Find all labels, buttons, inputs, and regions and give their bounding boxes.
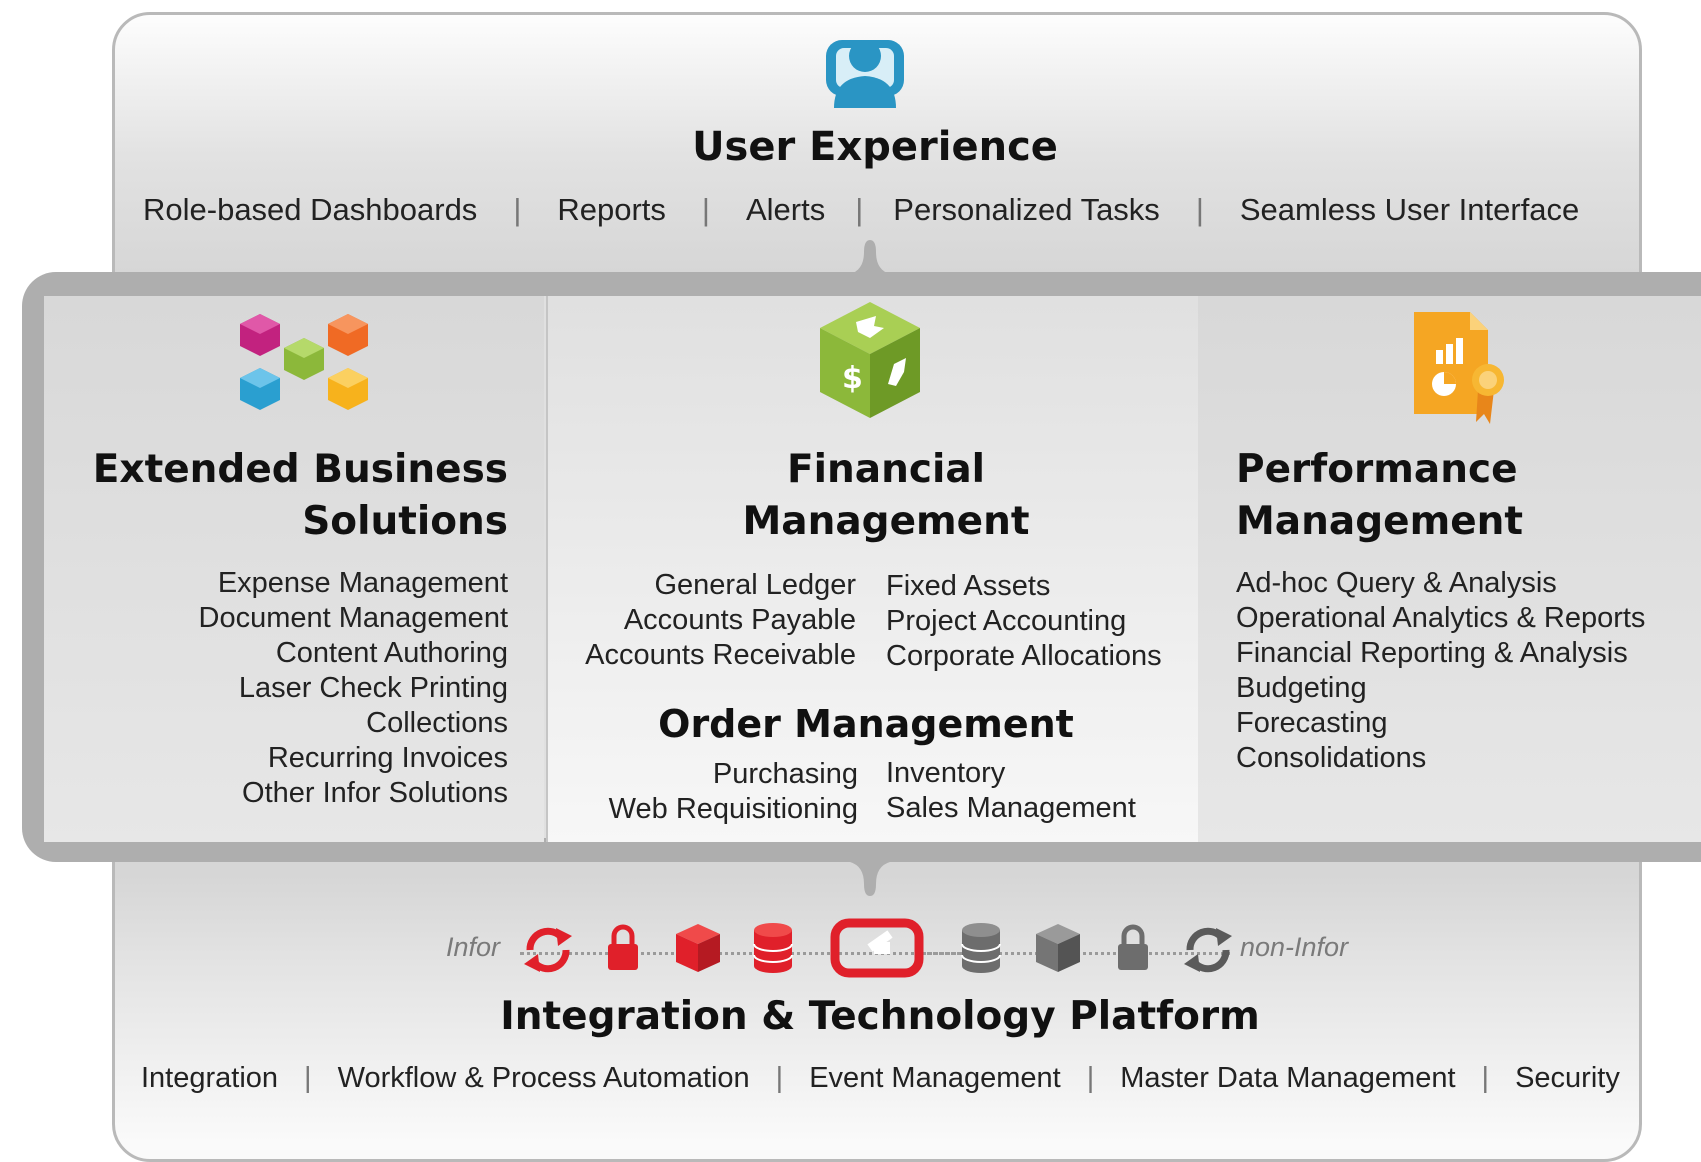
financial-title-line1: Financial xyxy=(786,447,986,492)
separator: | xyxy=(1481,1062,1490,1094)
user-experience-title: User Experience xyxy=(692,124,1058,170)
feature-role-based-dashboards: Role-based Dashboards xyxy=(143,192,478,227)
separator: | xyxy=(855,192,864,227)
feature-integration: Integration xyxy=(141,1062,279,1094)
cube-icon xyxy=(1036,924,1080,972)
feature-seamless-ui: Seamless User Interface xyxy=(1239,192,1580,227)
extended-business-panel xyxy=(44,296,544,842)
platform-features: Integration | Workflow & Process Automat… xyxy=(141,1062,1620,1095)
list-item: Inventory xyxy=(886,757,1006,789)
extended-business-list: Expense Management Document Management C… xyxy=(60,566,509,811)
cube-icon xyxy=(676,924,720,972)
database-icon xyxy=(753,923,793,973)
list-item: Project Accounting xyxy=(886,605,1127,637)
lock-icon xyxy=(1118,924,1148,970)
list-item: Budgeting xyxy=(1236,672,1367,704)
separator: | xyxy=(701,192,710,227)
separator: | xyxy=(1086,1062,1095,1094)
separator: | xyxy=(775,1062,784,1094)
list-item: Operational Analytics & Reports xyxy=(1236,602,1646,634)
order-list-right: Inventory Sales Management xyxy=(886,756,1186,826)
list-item: Consolidations xyxy=(1236,742,1427,774)
feature-reports: Reports xyxy=(557,192,666,227)
list-item: General Ledger xyxy=(654,569,856,601)
separator: | xyxy=(513,192,522,227)
user-icon xyxy=(820,30,910,110)
list-item: Purchasing xyxy=(712,758,858,790)
extended-business-title-line1: Extended Business xyxy=(92,447,508,492)
separator: | xyxy=(1195,192,1204,227)
list-item: Accounts Payable xyxy=(623,604,856,636)
performance-list: Ad-hoc Query & Analysis Operational Anal… xyxy=(1236,566,1676,776)
infor-label: Infor xyxy=(446,932,501,962)
frame-notch-bottom xyxy=(850,862,890,896)
list-item: Corporate Allocations xyxy=(886,640,1162,672)
financial-title: Financial Management xyxy=(546,444,1226,548)
extended-business-title-line2: Solutions xyxy=(302,499,508,544)
database-icon xyxy=(961,923,1001,973)
infor-logo-icon xyxy=(830,918,924,978)
report-certificate-icon xyxy=(1410,310,1510,426)
financial-title-line2: Management xyxy=(742,499,1030,544)
connector-dots xyxy=(520,952,964,955)
feature-master-data: Master Data Management xyxy=(1120,1062,1456,1094)
sync-icon xyxy=(524,927,572,973)
list-item: Recurring Invoices xyxy=(267,742,508,774)
frame-notch-top xyxy=(850,240,890,274)
list-item: Financial Reporting & Analysis xyxy=(1236,637,1628,669)
list-item: Content Authoring xyxy=(275,637,508,669)
order-list-left: Purchasing Web Requisitioning xyxy=(560,757,858,827)
list-item: Sales Management xyxy=(886,792,1136,824)
sync-icon xyxy=(1184,927,1232,973)
performance-title-line1: Performance xyxy=(1236,447,1518,492)
separator: | xyxy=(304,1062,312,1094)
platform-title: Integration & Technology Platform xyxy=(500,994,1260,1039)
order-management-title: Order Management xyxy=(658,702,1074,746)
feature-event-management: Event Management xyxy=(809,1062,1061,1094)
list-item: Ad-hoc Query & Analysis xyxy=(1236,567,1557,599)
extended-business-title: Extended Business Solutions xyxy=(60,444,508,548)
list-item: Document Management xyxy=(198,602,509,634)
feature-alerts: Alerts xyxy=(745,192,826,227)
feature-personalized-tasks: Personalized Tasks xyxy=(893,192,1160,227)
list-item: Fixed Assets xyxy=(886,570,1051,602)
performance-title: Performance Management xyxy=(1236,444,1676,548)
finance-cube-icon: $ xyxy=(818,300,922,420)
list-item: Other Infor Solutions xyxy=(242,777,508,809)
list-item: Expense Management xyxy=(217,567,508,599)
list-item: Web Requisitioning xyxy=(608,793,858,825)
list-item: Forecasting xyxy=(1236,707,1388,739)
cubes-icon xyxy=(238,312,370,424)
user-experience-features: Role-based Dashboards | Reports | Alerts… xyxy=(143,192,1579,228)
feature-workflow: Workflow & Process Automation xyxy=(337,1062,750,1094)
non-infor-label: non-Infor xyxy=(1240,932,1349,962)
financial-list-right: Fixed Assets Project Accounting Corporat… xyxy=(886,569,1186,674)
list-item: Laser Check Printing xyxy=(238,672,508,704)
list-item: Collections xyxy=(366,707,508,739)
feature-security: Security xyxy=(1515,1062,1620,1094)
lock-icon xyxy=(608,924,638,970)
performance-title-line2: Management xyxy=(1236,499,1524,544)
svg-text:$: $ xyxy=(842,361,863,396)
list-item: Accounts Receivable xyxy=(585,639,856,671)
financial-list-left: General Ledger Accounts Payable Accounts… xyxy=(560,568,856,673)
